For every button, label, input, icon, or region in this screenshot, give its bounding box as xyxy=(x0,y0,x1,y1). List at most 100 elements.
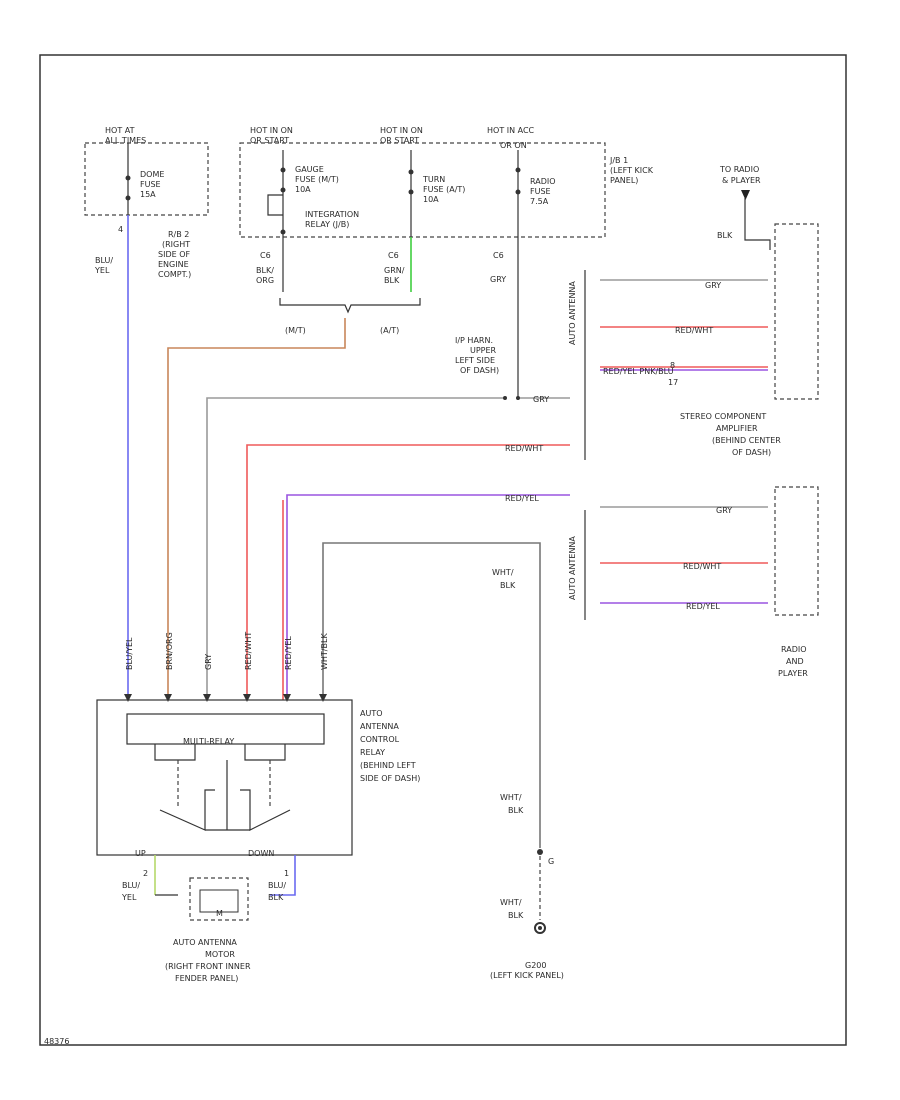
wire-blu-motor-label: BLU/ xyxy=(268,881,286,890)
to-radio-label-2: & PLAYER xyxy=(722,176,761,185)
relay-pin-arrow-1 xyxy=(124,694,132,702)
rb2-location-label-4: ENGINE xyxy=(158,260,189,269)
relay-name-label-5: (BEHIND LEFT xyxy=(360,761,416,770)
ground-name-label-2: (LEFT KICK PANEL) xyxy=(490,971,564,980)
red-yel-wire xyxy=(286,494,570,700)
dome-fuse-label-2: FUSE xyxy=(140,180,161,189)
relay-pin-3-label: GRY xyxy=(204,654,213,670)
bus-amp-label: AUTO ANTENNA xyxy=(568,281,577,345)
wire-wht-blk-3-label: WHT/ xyxy=(500,898,522,907)
relay-pin-arrow-2 xyxy=(164,694,172,702)
antenna-relay-box xyxy=(96,699,353,856)
relay-pin-arrow-5 xyxy=(283,694,291,702)
red-wht-wire xyxy=(246,444,570,700)
ground-name-label: G200 xyxy=(525,961,546,970)
figure-code: 48376 xyxy=(44,1037,69,1046)
wire-wht-blk-label: WHT/ xyxy=(492,568,514,577)
relay-name-label: AUTO xyxy=(360,709,383,718)
relay-switch-right xyxy=(240,789,291,831)
ground-connector-label: G xyxy=(548,857,554,866)
diagram-frame xyxy=(39,54,847,1046)
motor-name-label-3: (RIGHT FRONT INNER xyxy=(165,962,251,971)
hot-in-on-1-label-2: OR START xyxy=(250,136,289,145)
turn-fuse-label-3: 10A xyxy=(423,195,439,204)
wire-wht-blk-3-label-2: BLK xyxy=(508,911,524,920)
radio-fuse-terminal-top xyxy=(515,167,521,173)
wire-red-wht-radio-label: RED/WHT xyxy=(683,562,721,571)
ground-connector-g xyxy=(537,849,543,855)
motor-pin-right-label: 1 xyxy=(284,869,289,878)
gauge-fuse-label: GAUGE xyxy=(295,165,324,174)
motor-down-wire xyxy=(270,855,296,896)
antenna-motor-inner xyxy=(199,889,239,913)
integration-relay-label-2: RELAY (J/B) xyxy=(305,220,349,229)
hot-in-acc-label-2: OR ON xyxy=(500,141,527,150)
relay-pin-arrows xyxy=(124,694,327,702)
relay-name-label-2: ANTENNA xyxy=(360,722,399,731)
connector-4-label: 4 xyxy=(118,225,123,234)
dome-fuse-label-3: 15A xyxy=(140,190,156,199)
ip-harness-label-4: OF DASH) xyxy=(460,366,499,375)
gauge-fuse-label-2: FUSE (M/T) xyxy=(295,175,339,184)
relay-pin-4-label: RED/WHT xyxy=(244,632,253,670)
hot-in-acc-label: HOT IN ACC xyxy=(487,126,535,135)
wire-blu-yel-label-2: YEL xyxy=(94,266,110,275)
relay-name-label-4: RELAY xyxy=(360,748,385,757)
ip-harness-label: I/P HARN. xyxy=(455,336,493,345)
ip-harness-pin-a xyxy=(503,396,507,400)
relay-pin-2-label: BRN/ORG xyxy=(165,632,174,670)
relay-pin-5-label: RED/YEL xyxy=(284,636,293,670)
gauge-fuse-terminal-bottom xyxy=(280,187,286,193)
motor-name-label-4: FENDER PANEL) xyxy=(175,974,238,983)
connector-c6-label-1: C6 xyxy=(260,251,271,260)
hot-in-on-2-label: HOT IN ON xyxy=(380,126,423,135)
turn-fuse-terminal-bottom xyxy=(408,189,414,195)
stereo-amplifier-box xyxy=(774,223,819,400)
stereo-amp-label: STEREO COMPONENT xyxy=(680,412,766,421)
stereo-amp-label-3: (BEHIND CENTER xyxy=(712,436,781,445)
ip-harness-pin-b xyxy=(516,396,520,400)
brn-wire xyxy=(167,318,346,700)
wire-red-wht-amp-label: RED/WHT xyxy=(675,326,713,335)
relay-coil-left xyxy=(154,744,196,761)
relay-switch-left xyxy=(159,789,215,831)
amp-pin-b-label: 17 xyxy=(668,378,678,387)
wire-blk-org-label: BLK/ xyxy=(256,266,274,275)
wht-blk-wire xyxy=(322,542,541,848)
wire-blu-yel-motor-label-2: YEL xyxy=(121,893,137,902)
radio-player-box xyxy=(774,486,819,616)
wire-blu-yel-label: BLU/ xyxy=(95,256,113,265)
stereo-amp-label-4: OF DASH) xyxy=(732,448,771,457)
ground-symbol xyxy=(534,922,546,934)
wire-blu-motor-label-2: BLK xyxy=(268,893,284,902)
multi-relay-label: MULTI-RELAY xyxy=(183,737,234,746)
integration-relay-wire xyxy=(267,194,283,216)
relay-coil-right xyxy=(244,744,286,761)
wire-gry-amp-label: GRY xyxy=(705,281,721,290)
wire-red-wht-label: RED/WHT xyxy=(505,444,543,453)
blk-wire xyxy=(744,198,771,250)
ip-harness-label-3: LEFT SIDE xyxy=(455,356,495,365)
wire-blu-yel-motor-label: BLU/ xyxy=(122,881,140,890)
radio-fuse-label-3: 7.5A xyxy=(530,197,549,206)
jb1-location-label-3: PANEL) xyxy=(610,176,638,185)
gauge-fuse-terminal-top xyxy=(280,167,286,173)
motor-name-label-2: MOTOR xyxy=(205,950,235,959)
dome-fuse-terminal-bottom xyxy=(125,195,131,201)
turn-fuse-label: TURN xyxy=(422,175,445,184)
relay-name-label-6: SIDE OF DASH) xyxy=(360,774,420,783)
wire-wht-blk-2-label: WHT/ xyxy=(500,793,522,802)
antenna-motor-box xyxy=(189,877,249,921)
rb2-location-label: R/B 2 xyxy=(168,230,189,239)
motor-pin-left-label: 2 xyxy=(143,869,148,878)
ground-symbol-dot xyxy=(538,926,542,930)
ip-harness-label-2: UPPER xyxy=(470,346,497,355)
bus-radio-label: AUTO ANTENNA xyxy=(568,536,577,600)
down-label: DOWN xyxy=(248,849,274,858)
radio-player-label-3: PLAYER xyxy=(778,669,808,678)
hot-in-on-2-label-2: OR START xyxy=(380,136,419,145)
jb1-fuse-box xyxy=(239,142,606,238)
rb2-fuse-box xyxy=(84,142,209,216)
motor-letter: M xyxy=(216,909,223,918)
wire-red-yel-amp-label: RED/YEL PNK/BLU xyxy=(603,367,674,376)
